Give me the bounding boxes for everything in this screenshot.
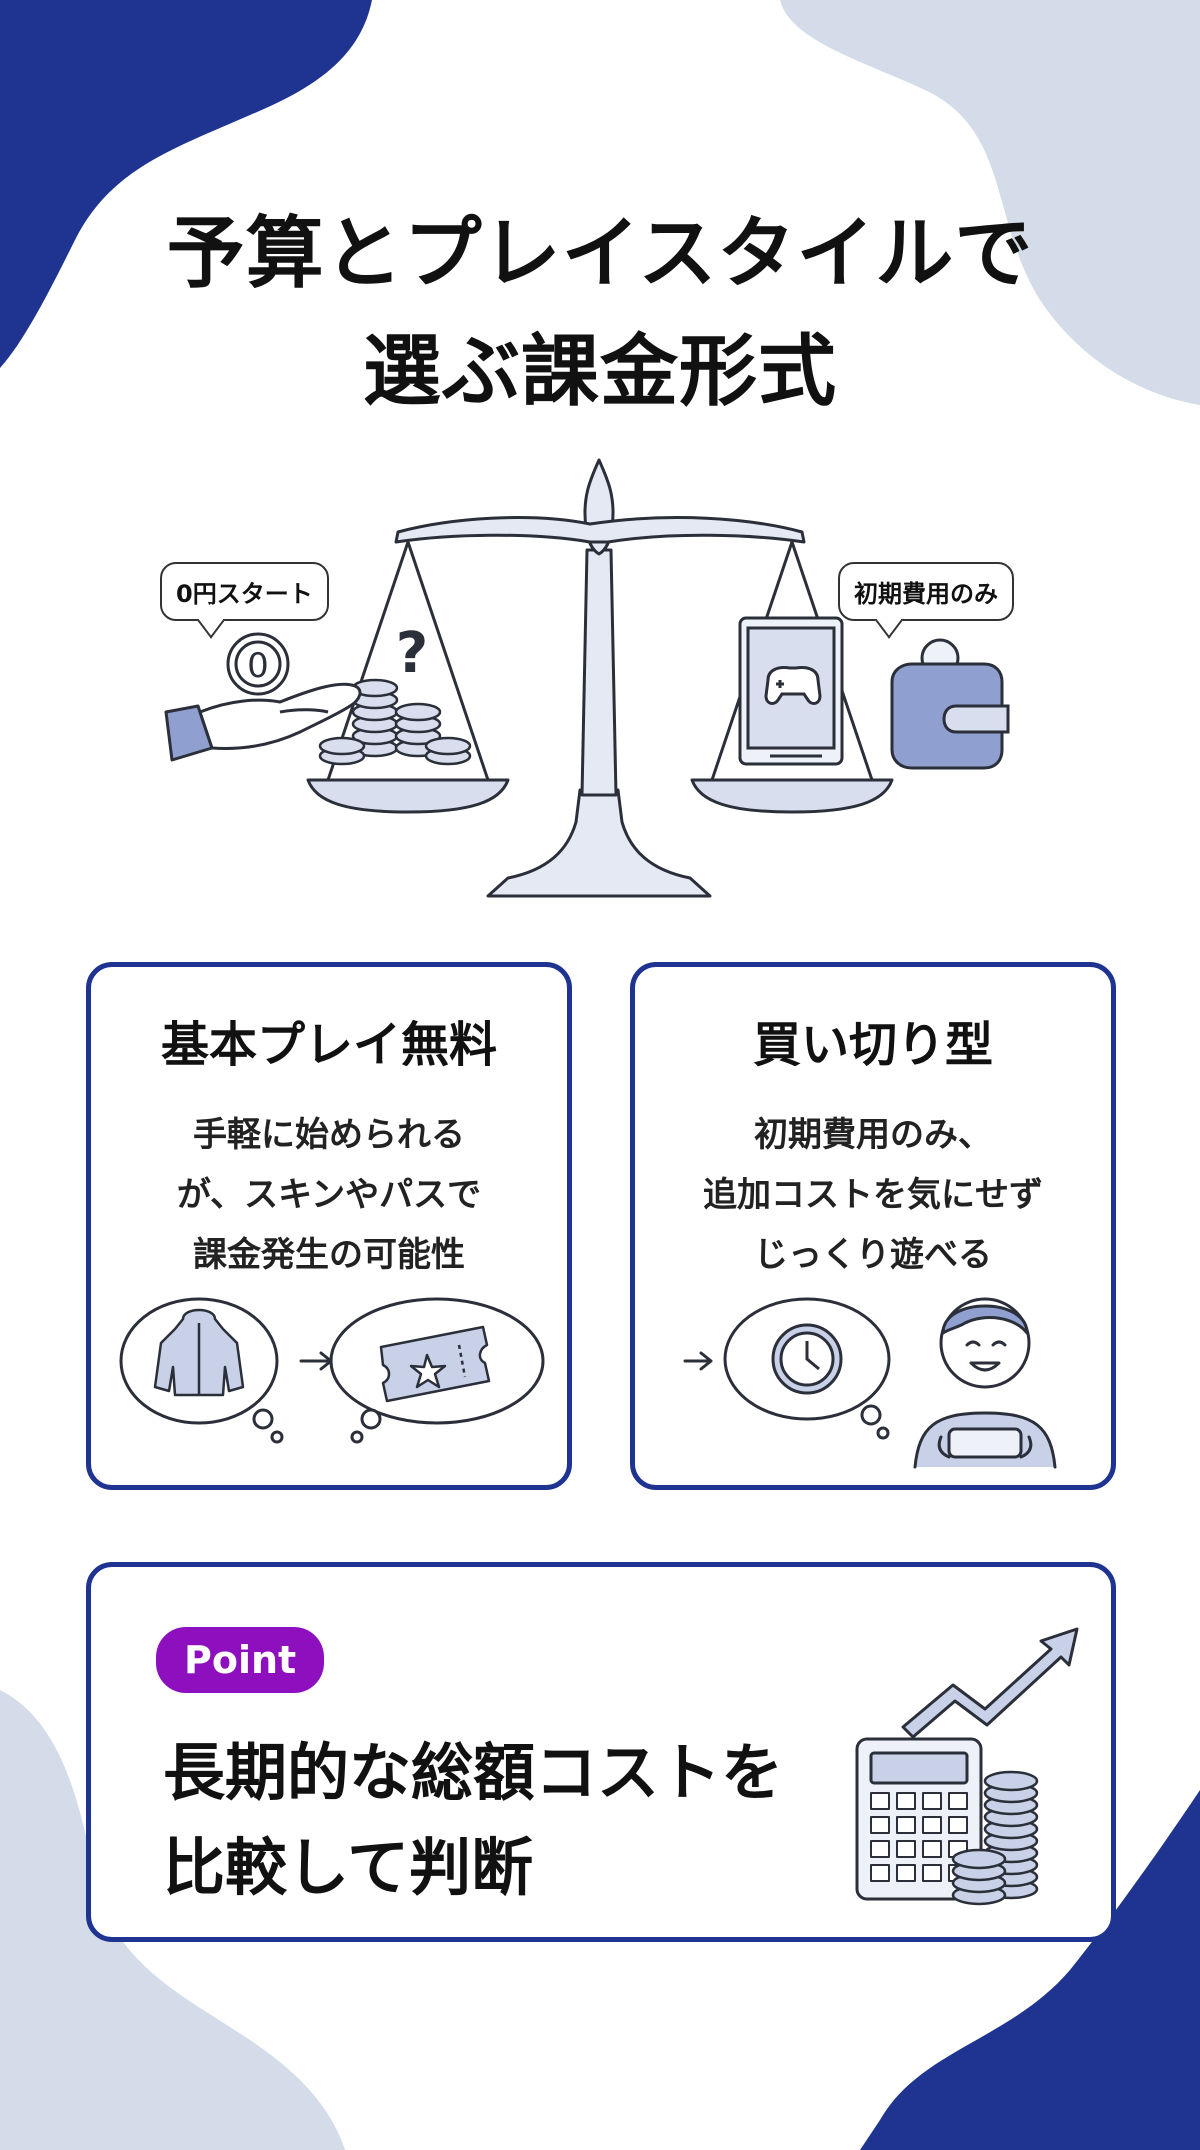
scale-base: [486, 788, 712, 898]
zero-coin-text: 0: [247, 646, 269, 686]
coin-stack-icon: [951, 1770, 1039, 1906]
point-line-2: 比較して判断: [163, 1831, 534, 1904]
game-package-icon: [738, 616, 844, 766]
trend-up-arrow-icon: [901, 1627, 1079, 1739]
buy-to-play-line-3: じっくり遊べる: [754, 1235, 992, 1275]
calculator-icon: [855, 1737, 983, 1901]
buy-to-play-description: 初期費用のみ、 追加コストを気にせず じっくり遊べる: [645, 1105, 1101, 1285]
free-to-play-illustration: [119, 1297, 545, 1444]
left-pan: [306, 778, 510, 814]
balance-scale-illustration: ? 0: [164, 458, 1010, 898]
buy-to-play-line-1: 初期費用のみ、: [754, 1115, 992, 1155]
question-mark: ?: [396, 621, 428, 686]
buy-to-play-title: 買い切り型: [752, 1017, 993, 1073]
point-card: Point 長期的な総額コストを 比較して判断: [86, 1562, 1116, 1942]
free-to-play-description: 手軽に始められる が、スキンやパスで 課金発生の可能性: [101, 1105, 557, 1285]
zero-coin-icon: [226, 632, 290, 696]
point-message: 長期的な総額コストを 比較して判断: [163, 1725, 783, 1915]
free-to-play-line-1: 手軽に始められる: [193, 1115, 465, 1155]
ticket-icon: [379, 1325, 491, 1403]
happy-gamer-icon: [913, 1297, 1057, 1469]
title-line-2: 選ぶ課金形式: [362, 327, 837, 417]
free-to-play-line-3: 課金発生の可能性: [193, 1235, 465, 1275]
bottom-left-blob: [0, 1690, 345, 2150]
scale-beam: [394, 516, 806, 544]
page-title: 予算とプレイスタイルで 選ぶ課金形式: [0, 195, 1200, 431]
buy-to-play-illustration: [683, 1297, 1057, 1469]
free-start-label: 0円スタート: [160, 562, 329, 621]
cost-comparison-illustration: [855, 1627, 1079, 1906]
right-pan: [690, 778, 894, 814]
wallet-icon: [890, 638, 1010, 770]
title-line-1: 予算とプレイスタイルで: [166, 209, 1034, 299]
initial-cost-label: 初期費用のみ: [838, 562, 1014, 621]
bottom-right-blob: [860, 1790, 1200, 2150]
top-left-blob: [0, 0, 372, 368]
coin-stack-icon: [318, 678, 472, 766]
top-right-blob: [780, 0, 1200, 405]
buy-to-play-card: 買い切り型 初期費用のみ、 追加コストを気にせず じっくり遊べる: [630, 962, 1116, 1490]
clock-icon: [771, 1323, 843, 1395]
jacket-icon: [153, 1308, 245, 1397]
buy-to-play-line-2: 追加コストを気にせず: [703, 1175, 1043, 1215]
open-hand-icon: [164, 682, 362, 762]
free-to-play-card: 基本プレイ無料 手軽に始められる が、スキンやパスで 課金発生の可能性: [86, 962, 572, 1490]
free-to-play-title: 基本プレイ無料: [160, 1017, 497, 1073]
point-line-1: 長期的な総額コストを: [163, 1736, 784, 1809]
point-badge: Point: [156, 1627, 325, 1693]
scale-pillar: [580, 548, 618, 797]
free-to-play-line-2: が、スキンやパスで: [176, 1175, 482, 1215]
